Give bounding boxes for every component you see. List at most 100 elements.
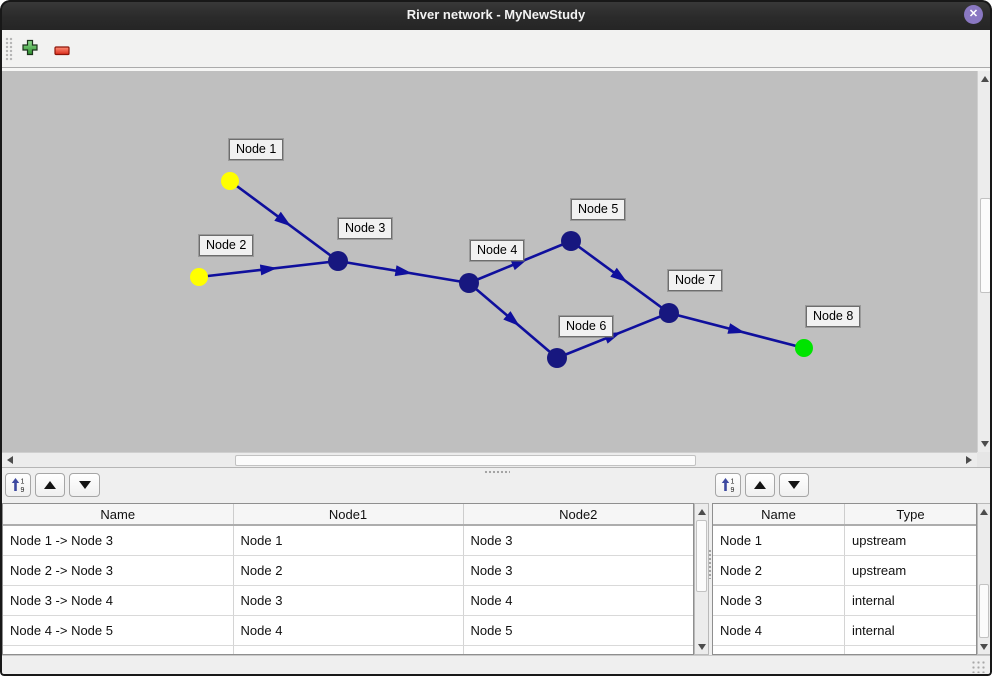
scroll-down-button[interactable] <box>978 437 992 451</box>
node-label[interactable]: Node 3 <box>338 218 393 239</box>
cell[interactable]: Node 4 <box>463 585 693 616</box>
vertical-scroll-thumb[interactable] <box>980 198 991 293</box>
nodes-move-up-button[interactable] <box>745 473 775 497</box>
node[interactable] <box>190 268 208 286</box>
sort-ascending-icon: 1 9 <box>721 478 735 493</box>
branches-sort-button[interactable]: 1 9 <box>5 473 31 497</box>
node[interactable] <box>328 251 348 271</box>
column-header[interactable]: Name <box>713 504 845 526</box>
node[interactable] <box>547 348 567 368</box>
scroll-up-button[interactable] <box>978 505 990 518</box>
cell[interactable]: Node 5 <box>463 615 693 646</box>
add-node-button[interactable] <box>22 39 38 56</box>
node[interactable] <box>221 172 239 190</box>
cell[interactable]: Node 4 -> Node 5 <box>3 615 234 646</box>
cell[interactable] <box>3 645 234 654</box>
up-arrow-icon <box>44 481 56 489</box>
cell[interactable]: Node 2 <box>233 555 464 586</box>
cell[interactable]: Node 3 <box>233 585 464 616</box>
node-label[interactable]: Node 2 <box>199 235 254 256</box>
table-row[interactable] <box>3 645 693 654</box>
cell[interactable]: Node 3 <box>463 555 693 586</box>
cell[interactable]: Node 2 -> Node 3 <box>3 555 234 586</box>
node-label[interactable]: Node 6 <box>559 316 614 337</box>
node-label[interactable]: Node 4 <box>470 240 525 261</box>
column-header[interactable]: Node1 <box>233 504 464 526</box>
cell[interactable]: Node 3 <box>713 585 845 616</box>
splitter-handle-icon[interactable] <box>484 470 510 474</box>
column-header[interactable]: Name <box>3 504 234 526</box>
cell[interactable]: Node 3 -> Node 4 <box>3 585 234 616</box>
up-arrow-icon <box>697 508 706 515</box>
cell[interactable]: internal <box>844 615 976 646</box>
canvas-horizontal-scrollbar[interactable] <box>2 452 977 467</box>
branches-move-up-button[interactable] <box>35 473 65 497</box>
close-icon: ✕ <box>968 8 979 20</box>
scroll-down-button[interactable] <box>978 640 990 653</box>
vertical-scroll-thumb[interactable] <box>696 520 707 592</box>
cell[interactable]: Node 4 <box>233 615 464 646</box>
cell[interactable]: Node 1 <box>713 525 845 556</box>
cell[interactable] <box>844 645 976 654</box>
horizontal-scroll-thumb[interactable] <box>235 455 696 466</box>
node[interactable] <box>561 231 581 251</box>
up-arrow-icon <box>981 76 989 82</box>
scroll-up-button[interactable] <box>695 505 708 518</box>
edge-arrow-icon <box>510 258 529 271</box>
cell[interactable]: Node 3 <box>463 525 693 556</box>
remove-node-button[interactable] <box>54 43 70 56</box>
scroll-up-button[interactable] <box>978 72 992 86</box>
cell[interactable]: internal <box>844 585 976 616</box>
scroll-down-button[interactable] <box>695 640 708 653</box>
cell[interactable] <box>233 645 464 654</box>
cell[interactable]: upstream <box>844 525 976 556</box>
cell[interactable]: Node 2 <box>713 555 845 586</box>
node[interactable] <box>459 273 479 293</box>
column-header[interactable]: Type <box>844 504 976 526</box>
vertical-splitter-handle-icon[interactable] <box>708 549 712 579</box>
cell[interactable] <box>463 645 693 654</box>
cell[interactable]: upstream <box>844 555 976 586</box>
branches-table-scrollbar[interactable] <box>694 503 709 655</box>
branches-move-down-button[interactable] <box>69 473 100 497</box>
scroll-left-button[interactable] <box>3 453 17 467</box>
node-label[interactable]: Node 8 <box>806 306 861 327</box>
node-label[interactable]: Node 5 <box>571 199 626 220</box>
node[interactable] <box>659 303 679 323</box>
resize-grip-icon[interactable] <box>971 660 987 673</box>
nodes-sort-button[interactable]: 1 9 <box>715 473 741 497</box>
river-network-canvas[interactable]: Node 1 Node 2 Node 3 Node 4 Node 5 Node 6 Node… <box>2 71 977 452</box>
edge-arrow-icon <box>274 211 292 227</box>
vertical-scroll-thumb[interactable] <box>979 584 989 638</box>
nodes-table-scrollbar[interactable] <box>977 503 991 655</box>
cell[interactable] <box>713 645 845 654</box>
cell[interactable]: Node 4 <box>713 615 845 646</box>
node[interactable] <box>795 339 813 357</box>
column-header[interactable]: Node2 <box>463 504 693 526</box>
toolbar-separator <box>0 68 992 71</box>
close-button[interactable]: ✕ <box>964 5 983 24</box>
canvas-vertical-scrollbar[interactable] <box>977 71 992 452</box>
status-bar <box>0 655 992 676</box>
scroll-right-button[interactable] <box>962 453 976 467</box>
cell[interactable]: Node 1 <box>233 525 464 556</box>
node-label[interactable]: Node 7 <box>668 270 723 291</box>
cell[interactable]: Node 1 -> Node 3 <box>3 525 234 556</box>
node-label[interactable]: Node 1 <box>229 139 284 160</box>
edge-arrow-icon <box>503 311 520 327</box>
toolbar-grip-icon[interactable] <box>5 37 13 61</box>
table-row[interactable] <box>713 645 976 654</box>
nodes-move-down-button[interactable] <box>779 473 809 497</box>
svg-text:1: 1 <box>731 479 735 486</box>
edge-arrow-icon <box>610 267 628 283</box>
